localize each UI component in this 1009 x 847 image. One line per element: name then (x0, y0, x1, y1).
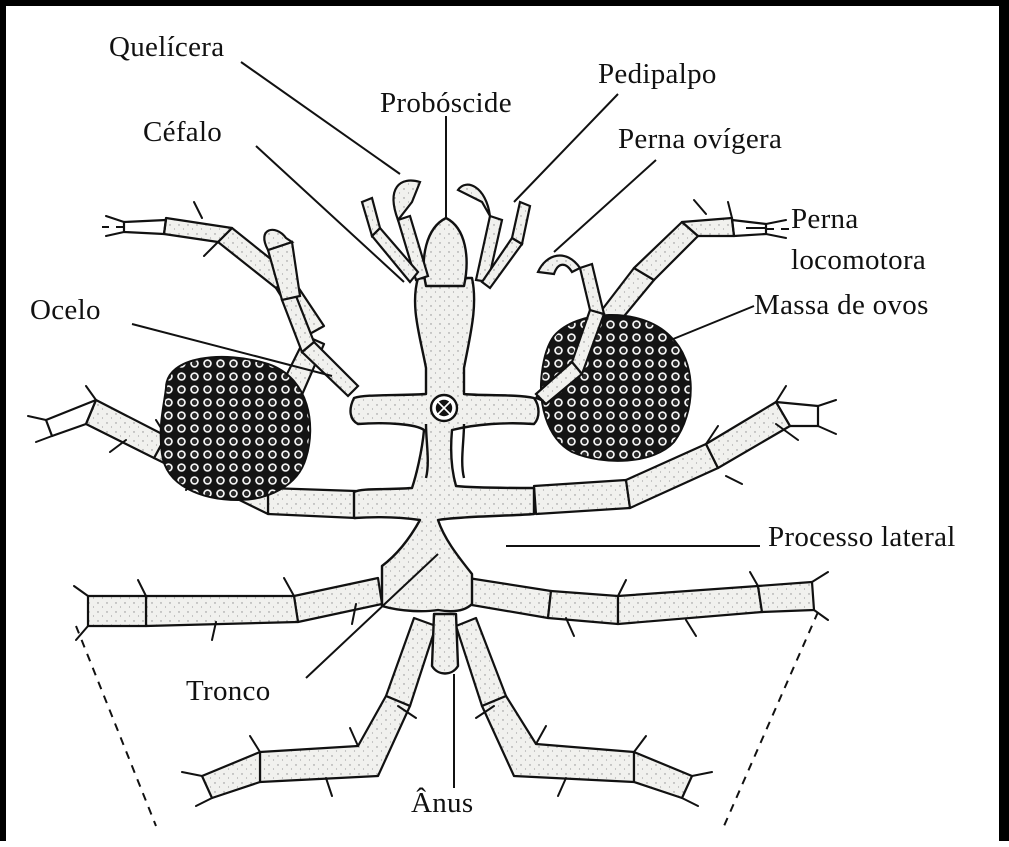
label-proboscide: Probóscide (380, 87, 512, 119)
label-perna: Perna (791, 203, 859, 235)
label-locomotora: locomotora (791, 244, 926, 276)
label-anus: Ânus (411, 786, 473, 819)
label-tronco: Tronco (186, 675, 271, 707)
label-ocelo: Ocelo (30, 294, 101, 326)
proboscis (424, 218, 467, 286)
label-processo-lateral: Processo lateral (768, 521, 956, 553)
label-cefalo: Céfalo (143, 116, 222, 148)
label-pedipalpo: Pedipalpo (598, 58, 717, 90)
leg-3-left (88, 578, 382, 626)
trunk (351, 278, 539, 611)
label-massa-de-ovos: Massa de ovos (754, 289, 929, 321)
label-perna-ovigera: Perna ovígera (618, 123, 782, 155)
pycnogonid-diagram: Quelícera Probóscide Pedipalpo Céfalo Pe… (6, 6, 1009, 847)
ocular-tubercle (431, 395, 457, 421)
anal-tubercle (432, 614, 458, 674)
leg-3-right (466, 578, 814, 624)
label-quelicera: Quelícera (109, 31, 224, 63)
